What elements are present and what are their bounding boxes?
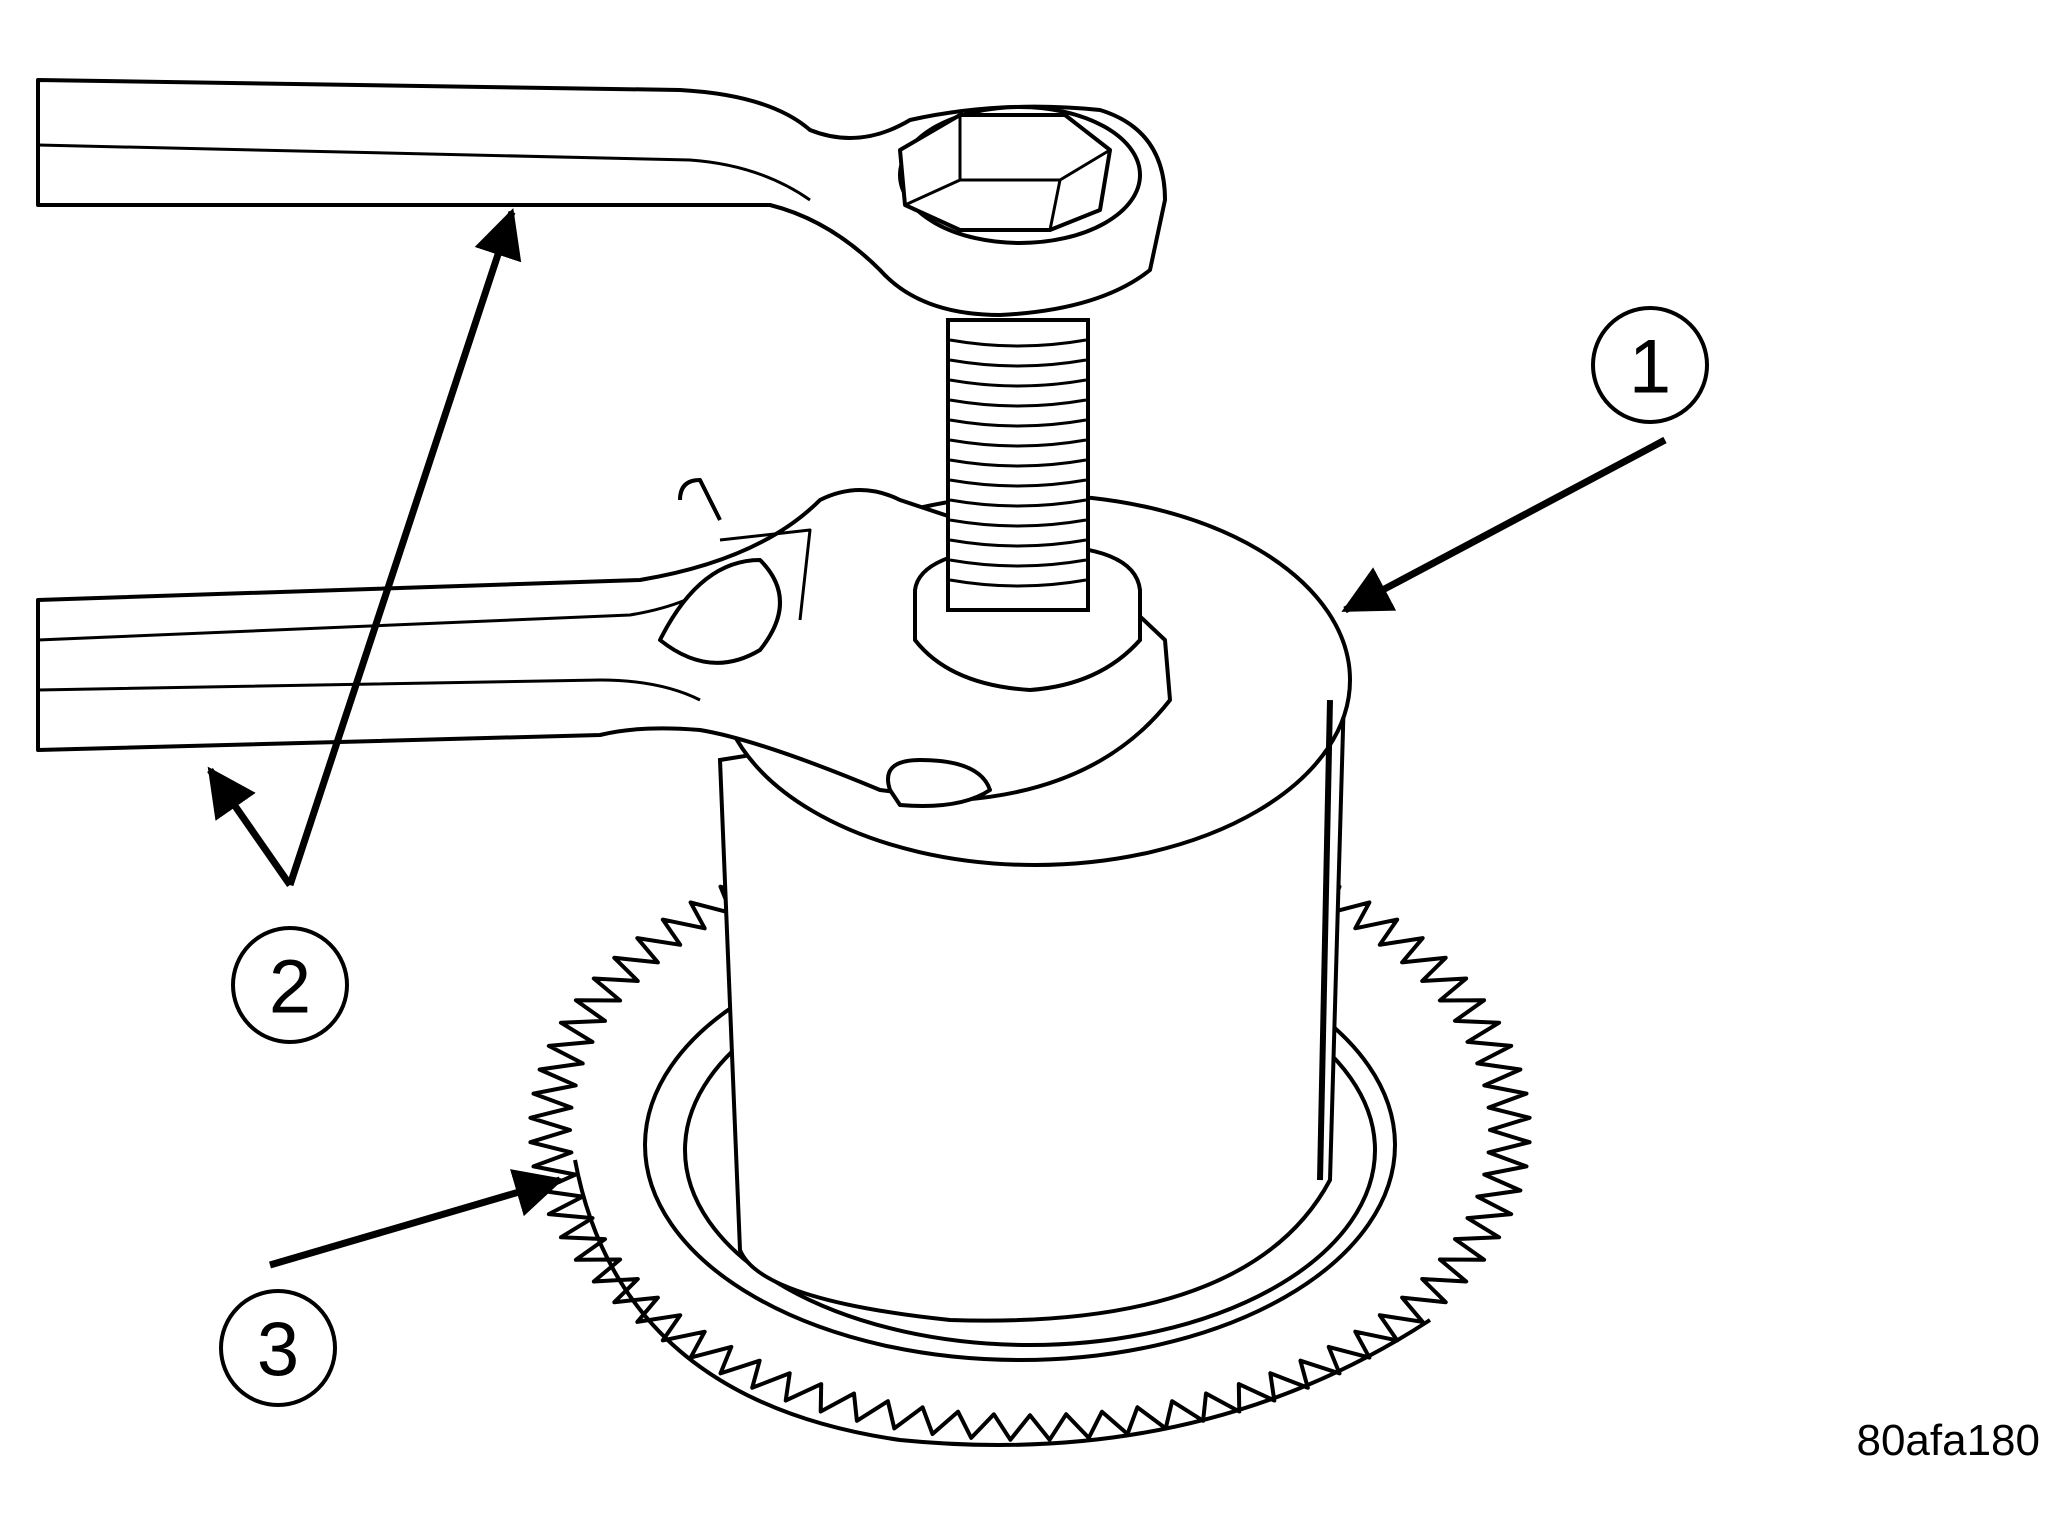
- screw-thread: [949, 518, 1087, 528]
- lower-wrench-flute-2: [37, 678, 701, 702]
- gear-face-lower: [573, 1159, 1432, 1447]
- screw-thread: [949, 398, 1087, 408]
- forcing-screw: [913, 318, 1142, 693]
- leader-1: [1341, 436, 1667, 614]
- lower-wrench-handle: [36, 488, 1172, 802]
- figure-code: 80afa180: [1856, 1416, 2040, 1465]
- screw-thread: [949, 538, 1087, 548]
- screw-thread: [949, 458, 1087, 468]
- screw-thread: [949, 478, 1087, 488]
- callout-1: 1: [1591, 306, 1709, 424]
- screw-threads: [949, 338, 1087, 588]
- screw-thread: [949, 418, 1087, 428]
- screw-thread: [949, 578, 1087, 588]
- leader-3: [269, 1169, 564, 1269]
- callout-1-label: 1: [1629, 325, 1671, 410]
- callout-3: 3: [219, 1289, 337, 1407]
- leader-2b: [207, 766, 293, 887]
- screw-thread: [949, 438, 1087, 448]
- cylinder-edge-shade: [1317, 699, 1333, 1181]
- bolt-head-facets: [904, 115, 1111, 231]
- screw-thread: [949, 558, 1087, 568]
- leader-2a: [286, 208, 522, 887]
- bolt-head: [898, 113, 1112, 232]
- screw-thread: [949, 358, 1087, 368]
- callout-2-label: 2: [269, 945, 311, 1030]
- callout-2: 2: [231, 926, 349, 1044]
- upper-wrench-flute: [37, 143, 811, 202]
- upper-wrench: [36, 78, 1167, 317]
- adjuster-knurl: [658, 558, 782, 665]
- wrench-pin: [678, 478, 722, 521]
- upper-wrench-handle: [36, 78, 1167, 317]
- callout-3-label: 3: [257, 1308, 299, 1393]
- screw-thread: [949, 498, 1087, 508]
- adjuster-slot: [719, 528, 812, 621]
- wrench-hole: [886, 758, 992, 808]
- screw-thread: [949, 338, 1087, 348]
- leader-lines: [207, 208, 1667, 1269]
- screw-thread: [949, 378, 1087, 388]
- lower-wrench: [36, 478, 1172, 808]
